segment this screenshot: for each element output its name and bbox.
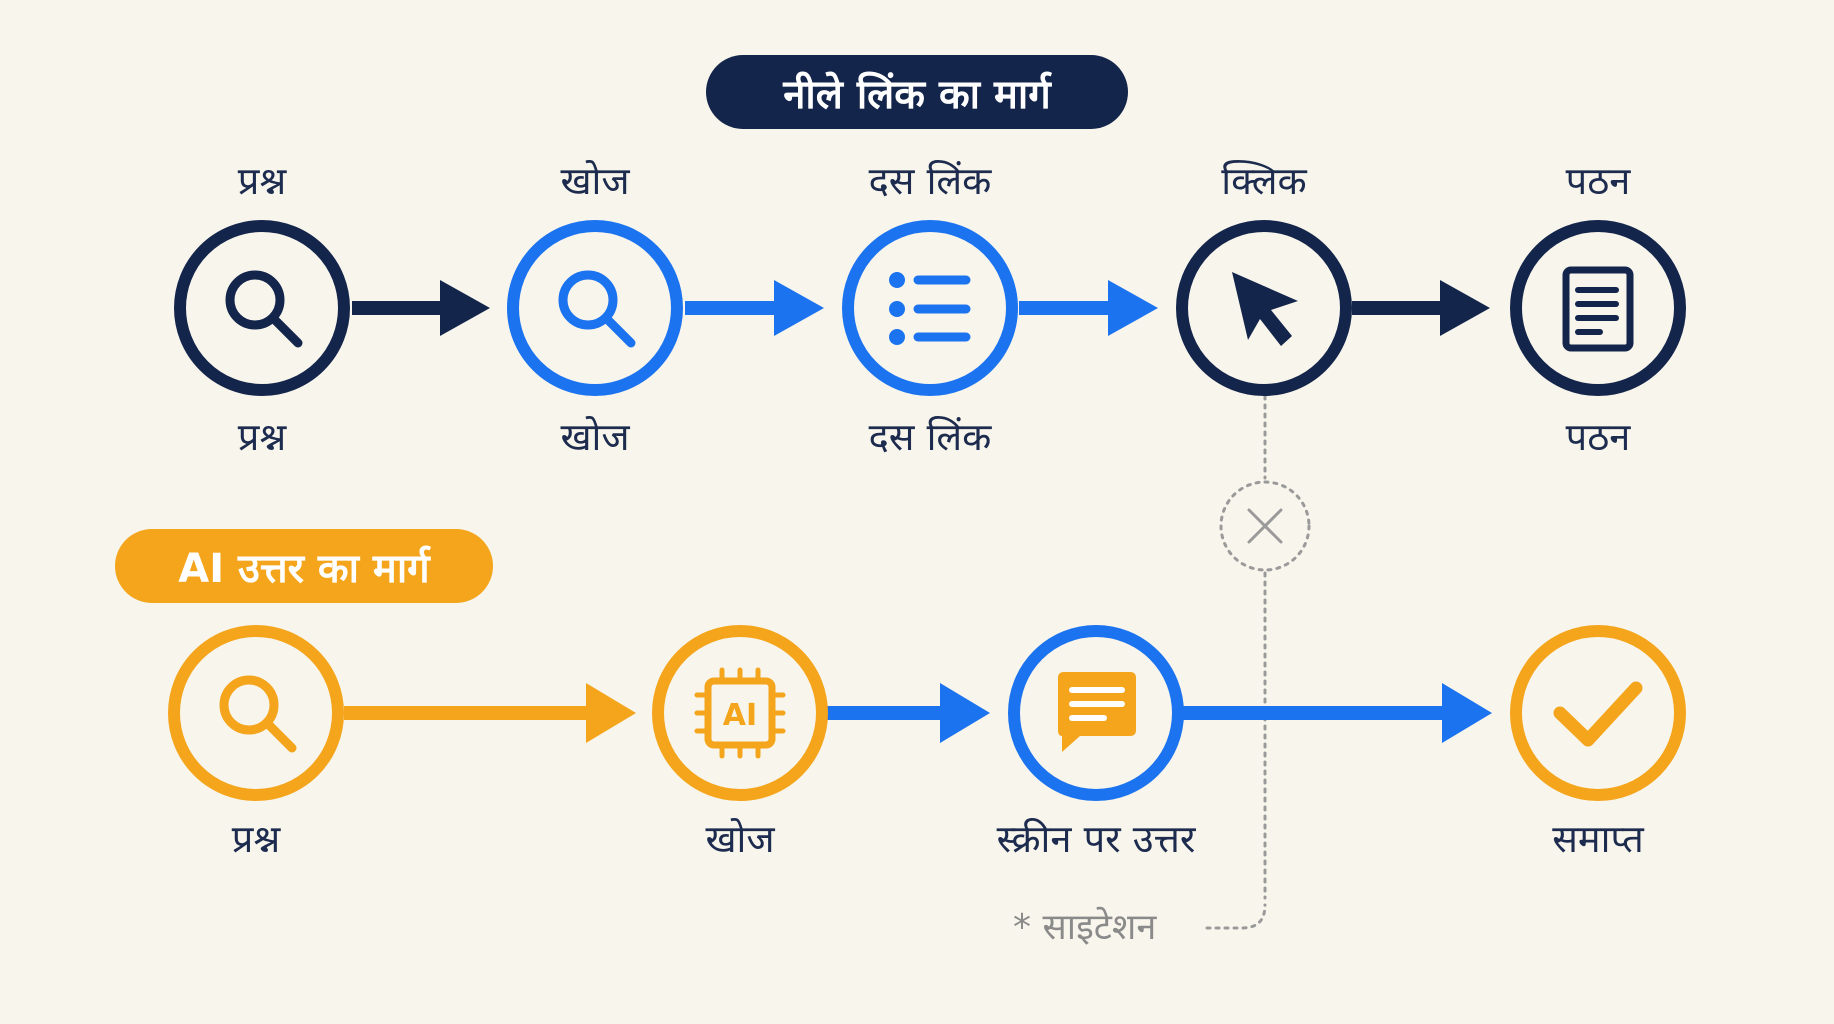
node-question xyxy=(174,220,350,396)
arrow xyxy=(1182,683,1492,743)
arrow xyxy=(1352,280,1490,336)
node-done xyxy=(1510,625,1686,801)
document-icon xyxy=(1562,266,1634,352)
node-reading xyxy=(1510,220,1686,396)
step-label-top: पठन xyxy=(1565,159,1631,203)
arrow xyxy=(826,683,990,743)
node-ten-links xyxy=(842,220,1018,396)
list-icon xyxy=(889,272,971,345)
ai-step-label: प्रश्न xyxy=(231,817,281,861)
ai-step-label: स्क्रीन पर उत्तर xyxy=(996,817,1196,861)
step-label-bottom: खोज xyxy=(560,415,630,459)
cross-circle-icon xyxy=(1219,480,1311,572)
arrow xyxy=(1019,280,1158,336)
step-label-bottom: प्रश्न xyxy=(237,415,287,459)
ai-step-label: समाप्त xyxy=(1552,817,1644,861)
node-search xyxy=(507,220,683,396)
ai-chip-label: AI xyxy=(723,698,757,733)
arrow xyxy=(344,683,636,743)
arrow xyxy=(352,280,490,336)
step-label-bottom: दस लिंक xyxy=(868,415,992,459)
node-ai-search: AI xyxy=(652,625,828,801)
checkmark-icon xyxy=(1553,681,1643,747)
cursor-icon xyxy=(1232,272,1298,346)
node-click xyxy=(1176,220,1352,396)
node-ai-question xyxy=(168,625,344,801)
ai-step-label: खोज xyxy=(705,817,775,861)
ai-chip-icon: AI xyxy=(694,667,786,759)
chat-bubble-icon xyxy=(1058,672,1136,752)
search-icon xyxy=(558,270,636,348)
arrow xyxy=(685,280,824,336)
search-icon xyxy=(225,270,303,348)
node-screen-answer xyxy=(1008,625,1184,801)
step-label-top: प्रश्न xyxy=(237,159,287,203)
search-icon xyxy=(219,675,297,753)
step-label-top: खोज xyxy=(560,159,630,203)
step-label-bottom: पठन xyxy=(1565,415,1631,459)
step-label-top: दस लिंक xyxy=(868,159,992,203)
blue-link-path-title: नीले लिंक का मार्ग xyxy=(706,55,1128,129)
citation-note: * साइटेशन xyxy=(1013,907,1157,948)
ai-answer-path-title: AI उत्तर का मार्ग xyxy=(115,529,493,603)
step-label-top: क्लिक xyxy=(1221,159,1307,203)
dotted-connector-citation xyxy=(1205,903,1267,930)
